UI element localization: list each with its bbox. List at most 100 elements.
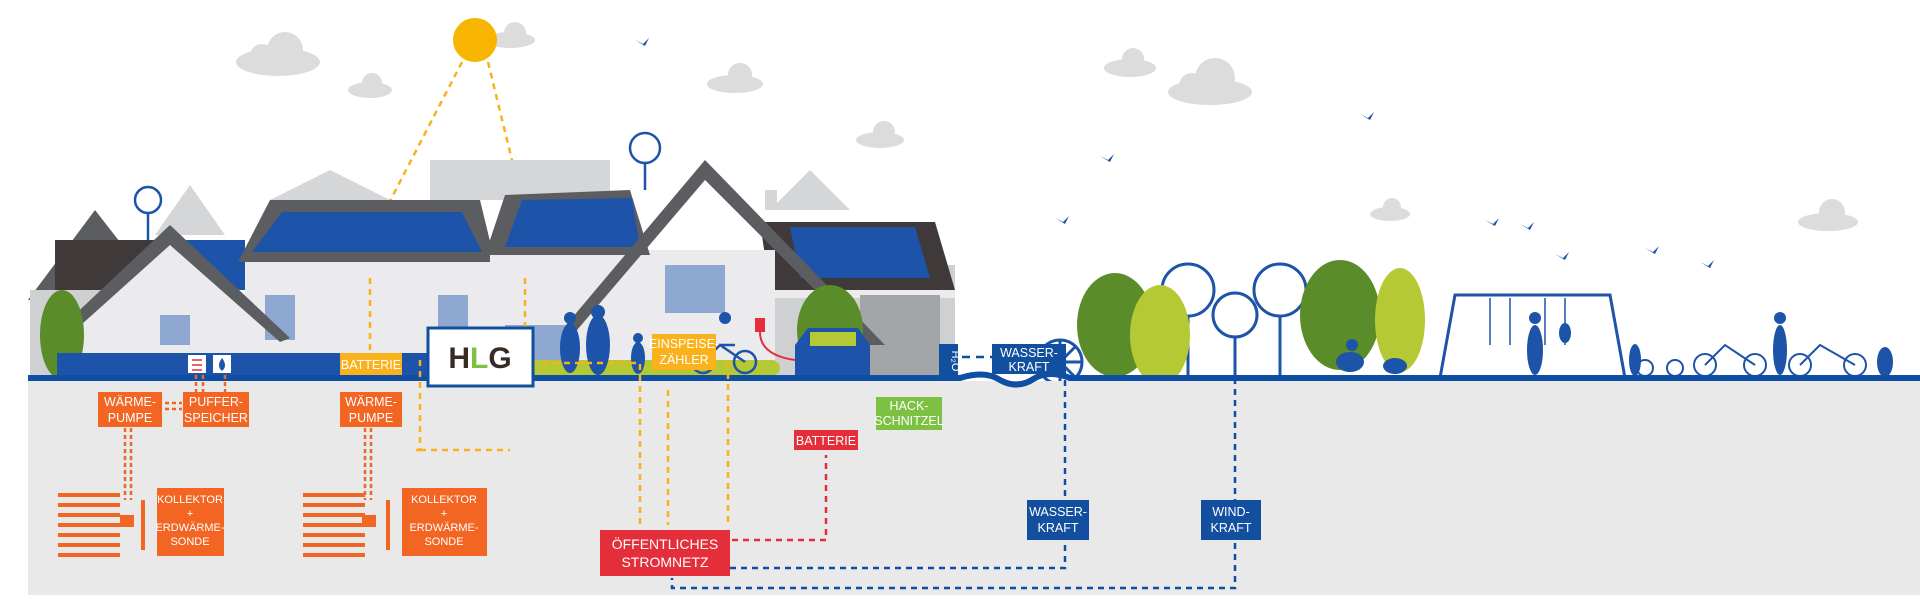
label-line: PUMPE — [108, 411, 152, 425]
people-silhouettes — [560, 305, 645, 375]
label-line: KRAFT — [1038, 521, 1079, 535]
window — [665, 265, 725, 313]
label-line: ERDWÄRME- — [409, 522, 478, 534]
label-pufferspeicher: PUFFER- SPEICHER — [183, 392, 249, 427]
label-kollektor-2: KOLLEKTOR + ERDWÄRME- SONDE — [402, 488, 487, 556]
fence — [57, 353, 477, 375]
svg-text:PUMPE: PUMPE — [108, 411, 152, 425]
label-line: + — [187, 508, 193, 520]
label-line: PUMPE — [349, 411, 393, 425]
eave — [770, 290, 955, 298]
bird-icon — [1360, 112, 1374, 120]
label-line: KRAFT — [1009, 360, 1050, 374]
label-text: BATTERIE — [341, 358, 401, 372]
label-hackschnitzel: HACK- SCHNITZEL — [874, 397, 944, 430]
water-drop-icon — [213, 355, 231, 373]
label-line: WASSER- — [1029, 505, 1087, 519]
park-people — [1336, 312, 1893, 377]
label-line: HACK- — [890, 399, 929, 413]
tree — [1300, 260, 1380, 370]
label-batterie-house: BATTERIE — [340, 353, 402, 375]
ground-collector-icon — [303, 493, 390, 557]
charging-cable — [759, 331, 796, 361]
small-wind-turbine-icon — [133, 131, 662, 240]
window — [160, 315, 190, 345]
logo-l: L — [470, 342, 488, 375]
label-line: SPEICHER — [184, 411, 248, 425]
swing-set — [1438, 293, 1627, 379]
cyclist — [719, 312, 731, 324]
bird-icon — [1555, 252, 1569, 260]
connector — [120, 515, 134, 527]
label-text: BATTERIE — [796, 434, 856, 448]
bird-icon — [1700, 260, 1714, 268]
cloud-icon — [1104, 48, 1156, 77]
label-stromnetz: ÖFFENTLICHES STROMNETZ — [600, 530, 730, 576]
svg-text:WÄRME-: WÄRME- — [104, 395, 156, 409]
connector — [362, 515, 376, 527]
logo-h: H — [448, 342, 470, 375]
label-line: ÖFFENTLICHES — [612, 535, 719, 552]
cloud-icon — [1168, 58, 1252, 105]
house-wall — [70, 235, 265, 380]
svg-text:HLG: HLG — [448, 342, 511, 375]
label-line: WIND- — [1212, 505, 1250, 519]
label-line: ERDWÄRME- — [155, 522, 224, 534]
solar-panel — [505, 198, 640, 247]
bicycles — [1636, 343, 1867, 377]
bottom-margin — [0, 595, 1920, 607]
label-windkraft: WIND- KRAFT — [1201, 500, 1261, 540]
label-line: ZÄHLER — [659, 353, 708, 367]
cloud-icon — [1798, 199, 1858, 231]
label-line: KRAFT — [1211, 521, 1252, 535]
cloud-icon — [1370, 198, 1410, 221]
clouds — [236, 22, 1858, 231]
label-line: PUFFER- — [189, 395, 243, 409]
sun-icon — [453, 18, 497, 62]
label-line: SONDE — [170, 536, 209, 548]
ground-line — [28, 371, 1920, 388]
label-wasserkraft-bottom: WASSER- KRAFT — [1027, 500, 1089, 540]
tree — [1130, 285, 1190, 385]
tree — [1375, 268, 1425, 372]
label-kollektor-1: KOLLEKTOR + ERDWÄRME- SONDE — [155, 488, 225, 556]
hlg-logo-sign: HLG — [426, 326, 535, 388]
solar-panel — [252, 212, 482, 252]
label-wasserkraft-top: WASSER- KRAFT — [992, 344, 1066, 374]
solar-panel — [790, 227, 930, 278]
bird-icon — [1485, 218, 1499, 226]
label-line: KOLLEKTOR — [411, 494, 477, 506]
label-line: SONDE — [424, 536, 463, 548]
wind-turbine-icon — [1211, 291, 1259, 378]
label-waermepumpe-1: WÄRME- PUMPE — [98, 392, 162, 427]
ground-collector-icon — [58, 493, 145, 557]
car — [795, 328, 870, 378]
bird-icon — [635, 38, 649, 46]
label-line: STROMNETZ — [621, 554, 709, 570]
cloud-icon — [485, 22, 535, 48]
label-waermepumpe-2: WÄRME- PUMPE — [340, 392, 402, 427]
wind-turbine-icon — [1252, 262, 1308, 378]
label-einspeisezaehler: EINSPEISE- ZÄHLER — [649, 334, 719, 370]
label-line: + — [441, 508, 447, 520]
plug-icon — [755, 318, 765, 332]
label-text: H₂O — [949, 351, 961, 372]
label-batterie-car: BATTERIE — [794, 430, 858, 450]
label-line: SCHNITZEL — [874, 414, 944, 428]
label-line: WÄRME- — [345, 395, 397, 409]
cloud-icon — [236, 32, 320, 76]
bird-icon — [1645, 246, 1659, 254]
bird-icon — [1520, 222, 1534, 230]
background-houses — [155, 160, 850, 235]
label-line: EINSPEISE- — [649, 337, 719, 351]
heating-icon — [188, 355, 206, 373]
label-h2o: H₂O — [939, 344, 961, 378]
bird-icon — [1055, 216, 1069, 224]
label-line: WÄRME- — [104, 395, 156, 409]
cloud-icon — [707, 63, 763, 93]
label-line: WASSER- — [1000, 346, 1058, 360]
bird-icon — [1100, 154, 1114, 162]
cloud-icon — [348, 73, 392, 98]
birds — [635, 38, 1714, 268]
